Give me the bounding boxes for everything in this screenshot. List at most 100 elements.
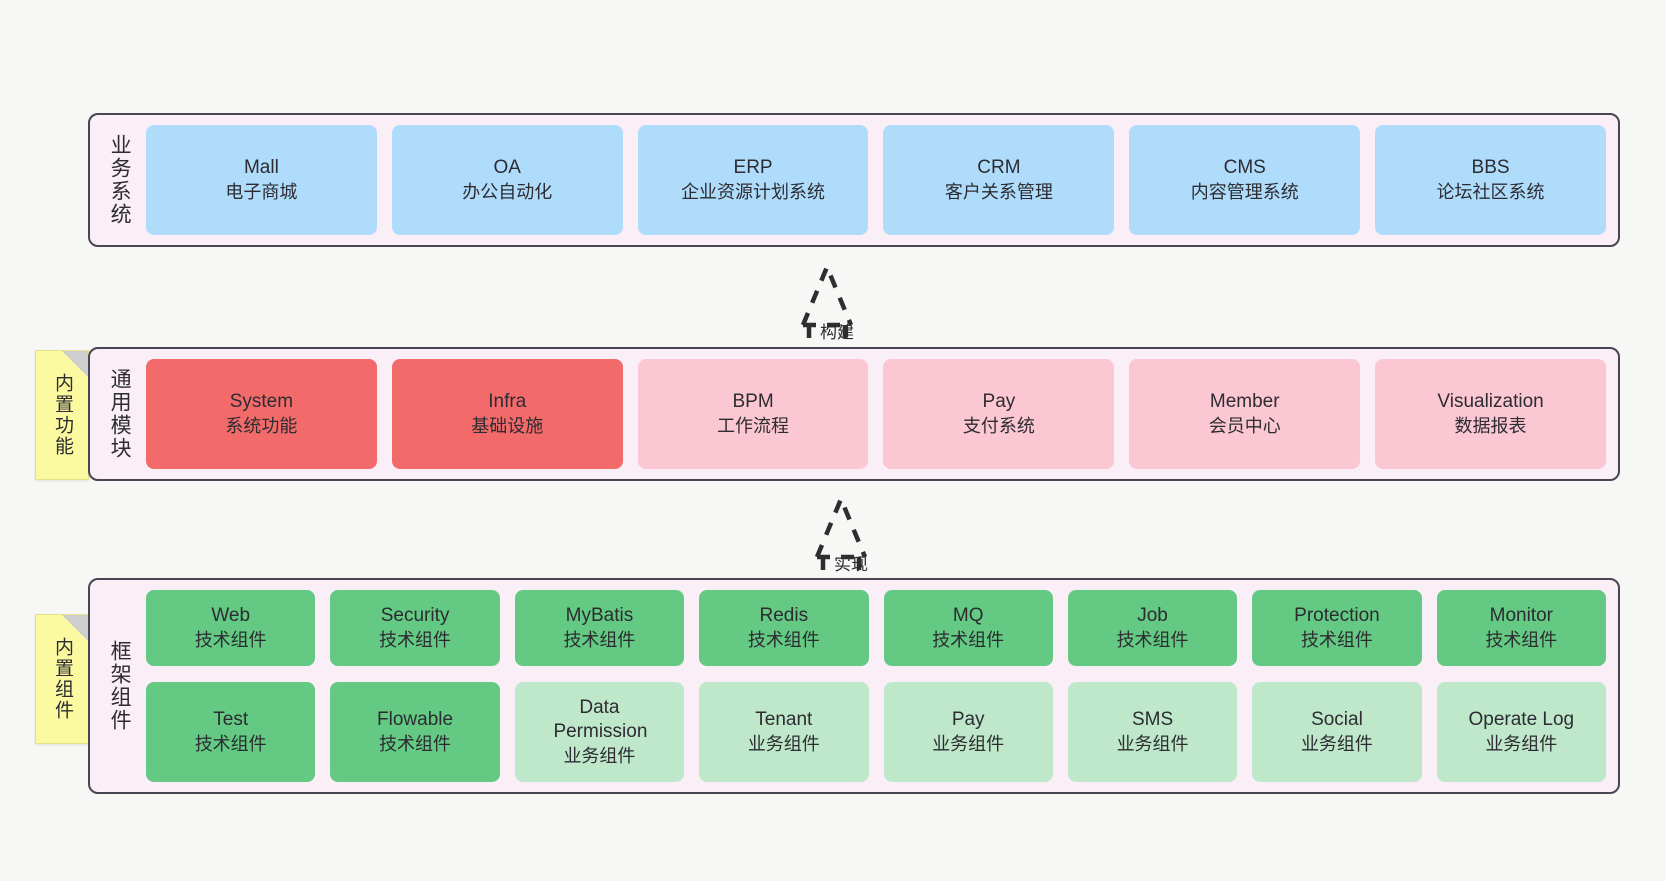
node-erp[interactable]: ERP 企业资源计划系统 xyxy=(637,125,869,235)
box-row-tech: Web 技术组件 Security 技术组件 MyBatis 技术组件 Redi… xyxy=(146,590,1606,666)
node-title: Data Permission xyxy=(553,697,648,743)
node-visualization[interactable]: Visualization 数据报表 xyxy=(1375,359,1606,469)
node-tenant[interactable]: Tenant 业务组件 xyxy=(699,681,869,782)
node-title: Job xyxy=(1137,605,1168,627)
node-subtitle: 技术组件 xyxy=(194,629,267,650)
node-subtitle: 客户关系管理 xyxy=(944,181,1053,202)
sticky-note-builtin-function[interactable]: 内置功能 xyxy=(35,350,89,480)
node-bbs[interactable]: BBS 论坛社区系统 xyxy=(1375,125,1606,235)
node-redis[interactable]: Redis 技术组件 xyxy=(699,590,869,666)
node-infra[interactable]: Infra 基础设施 xyxy=(391,359,623,469)
node-security[interactable]: Security 技术组件 xyxy=(330,590,500,666)
node-crm[interactable]: CRM 客户关系管理 xyxy=(883,125,1115,235)
node-subtitle: 技术组件 xyxy=(379,733,452,754)
note-fold-corner-icon xyxy=(62,615,88,641)
node-subtitle: 业务组件 xyxy=(747,733,820,754)
node-title: Web xyxy=(211,605,251,627)
node-subtitle: 支付系统 xyxy=(962,415,1035,436)
node-bpm[interactable]: BPM 工作流程 xyxy=(637,359,869,469)
node-title: ERP xyxy=(733,157,773,179)
node-title: Tenant xyxy=(755,709,813,731)
node-title: MQ xyxy=(952,605,984,627)
box-row-business: Test 技术组件 Flowable 技术组件 Data Permission … xyxy=(146,681,1606,782)
node-job[interactable]: Job 技术组件 xyxy=(1067,590,1238,666)
node-subtitle: 技术组件 xyxy=(379,629,452,650)
arrow-implement: 实现 xyxy=(771,493,911,576)
node-cms[interactable]: CMS 内容管理系统 xyxy=(1129,125,1361,235)
node-mq[interactable]: MQ 技术组件 xyxy=(883,590,1053,666)
sticky-note-label: 内置组件 xyxy=(51,637,73,721)
node-mybatis[interactable]: MyBatis 技术组件 xyxy=(514,590,685,666)
node-title: BPM xyxy=(732,391,774,413)
node-subtitle: 业务组件 xyxy=(563,745,636,766)
node-protection[interactable]: Protection 技术组件 xyxy=(1252,590,1422,666)
node-subtitle: 内容管理系统 xyxy=(1190,181,1299,202)
arrow-label-build: 构建 xyxy=(820,323,854,342)
node-pay-component[interactable]: Pay 业务组件 xyxy=(883,681,1053,782)
node-subtitle: 技术组件 xyxy=(1116,629,1189,650)
node-oa[interactable]: OA 办公自动化 xyxy=(391,125,623,235)
node-subtitle: 技术组件 xyxy=(747,629,820,650)
node-title: Security xyxy=(380,605,450,627)
node-title: Operate Log xyxy=(1468,709,1575,731)
layer-boxes-framework-component: Web 技术组件 Security 技术组件 MyBatis 技术组件 Redi… xyxy=(136,590,1606,782)
node-title: MyBatis xyxy=(565,605,634,627)
node-subtitle: 基础设施 xyxy=(471,415,544,436)
box-row: Mall 电子商城 OA 办公自动化 ERP 企业资源计划系统 CRM 客户关系… xyxy=(146,125,1606,235)
node-title: Redis xyxy=(759,605,809,627)
node-test[interactable]: Test 技术组件 xyxy=(146,681,316,782)
layer-boxes-business-system: Mall 电子商城 OA 办公自动化 ERP 企业资源计划系统 CRM 客户关系… xyxy=(136,125,1606,235)
node-subtitle: 论坛社区系统 xyxy=(1436,181,1545,202)
node-title: System xyxy=(229,391,294,413)
node-title: BBS xyxy=(1471,157,1510,179)
node-subtitle: 会员中心 xyxy=(1208,415,1281,436)
node-title: OA xyxy=(493,157,521,179)
layer-title-common-module: 通用模块 xyxy=(108,368,132,460)
node-title: Visualization xyxy=(1437,391,1544,413)
box-row: System 系统功能 Infra 基础设施 BPM 工作流程 Pay 支付系统… xyxy=(146,359,1606,469)
node-title: CRM xyxy=(977,157,1021,179)
sticky-note-label: 内置功能 xyxy=(51,373,73,457)
layer-boxes-common-module: System 系统功能 Infra 基础设施 BPM 工作流程 Pay 支付系统… xyxy=(136,359,1606,469)
node-title: Mall xyxy=(243,157,279,179)
layer-framework-component[interactable]: 框架组件 Web 技术组件 Security 技术组件 MyBatis 技术组件… xyxy=(88,578,1620,794)
node-subtitle: 数据报表 xyxy=(1454,415,1527,436)
node-sms[interactable]: SMS 业务组件 xyxy=(1067,681,1238,782)
node-operate-log[interactable]: Operate Log 业务组件 xyxy=(1436,681,1606,782)
node-data-permission[interactable]: Data Permission 业务组件 xyxy=(514,681,685,782)
node-flowable[interactable]: Flowable 技术组件 xyxy=(330,681,500,782)
node-subtitle: 业务组件 xyxy=(1485,733,1558,754)
sticky-note-builtin-component[interactable]: 内置组件 xyxy=(35,614,89,744)
layer-common-module[interactable]: 通用模块 System 系统功能 Infra 基础设施 BPM 工作流程 Pay… xyxy=(88,347,1620,481)
node-subtitle: 业务组件 xyxy=(1300,733,1373,754)
node-subtitle: 业务组件 xyxy=(932,733,1005,754)
node-web[interactable]: Web 技术组件 xyxy=(146,590,316,666)
node-pay-module[interactable]: Pay 支付系统 xyxy=(883,359,1115,469)
note-fold-corner-icon xyxy=(62,351,88,377)
node-monitor[interactable]: Monitor 技术组件 xyxy=(1436,590,1606,666)
node-member[interactable]: Member 会员中心 xyxy=(1129,359,1361,469)
layer-business-system[interactable]: 业务系统 Mall 电子商城 OA 办公自动化 ERP 企业资源计划系统 CRM… xyxy=(88,113,1620,247)
node-system[interactable]: System 系统功能 xyxy=(146,359,377,469)
layer-title-business-system: 业务系统 xyxy=(108,134,132,226)
arrow-label-implement: 实现 xyxy=(834,555,868,574)
node-title: Flowable xyxy=(377,709,454,731)
node-subtitle: 电子商城 xyxy=(225,181,298,202)
dashed-generalization-arrow-icon xyxy=(800,261,854,344)
dashed-generalization-arrow-icon xyxy=(814,493,868,576)
node-subtitle: 技术组件 xyxy=(932,629,1005,650)
node-title: CMS xyxy=(1223,157,1266,179)
node-title: Protection xyxy=(1294,605,1380,627)
arrow-build: 构建 xyxy=(757,261,897,344)
node-subtitle: 系统功能 xyxy=(225,415,298,436)
node-mall[interactable]: Mall 电子商城 xyxy=(146,125,377,235)
node-subtitle: 业务组件 xyxy=(1116,733,1189,754)
node-title: Infra xyxy=(488,391,527,413)
node-title: Pay xyxy=(951,709,985,731)
node-title: Member xyxy=(1209,391,1280,413)
node-social[interactable]: Social 业务组件 xyxy=(1252,681,1422,782)
node-title: SMS xyxy=(1131,709,1174,731)
node-subtitle: 技术组件 xyxy=(194,733,267,754)
node-title: Test xyxy=(213,709,249,731)
